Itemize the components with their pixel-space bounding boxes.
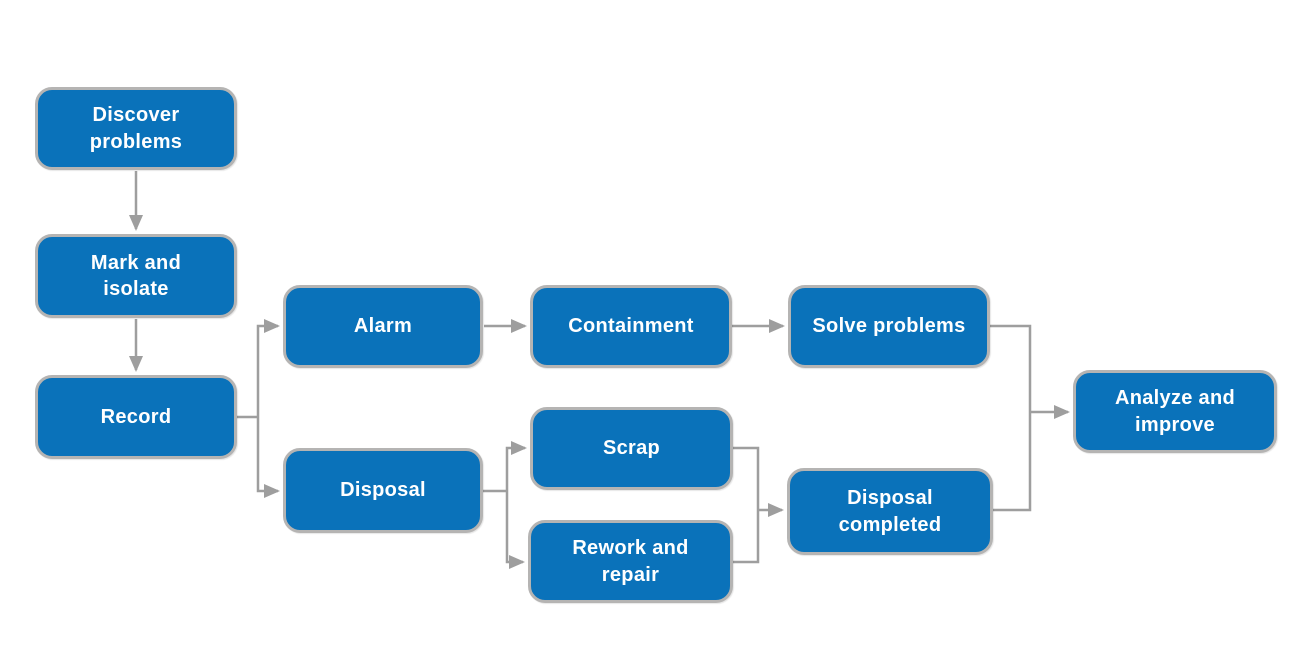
node-analyze-and-improve: Analyze and improve — [1073, 370, 1277, 453]
node-alarm: Alarm — [283, 285, 483, 368]
edge-record-to-disposal — [256, 417, 280, 498]
edge-disposal-to-scrap — [505, 441, 527, 491]
edge-solve-to-merge2 — [990, 324, 1032, 412]
node-discover-problems: Discover problems — [35, 87, 237, 170]
node-disposal: Disposal — [283, 448, 483, 533]
node-containment: Containment — [530, 285, 732, 368]
node-scrap: Scrap — [530, 407, 733, 490]
node-rework-and-repair: Rework and repair — [528, 520, 733, 603]
edge-scrap-to-merge — [733, 446, 760, 510]
node-mark-and-isolate: Mark and isolate — [35, 234, 237, 318]
edge-rework-to-merge — [733, 510, 760, 564]
node-disposal-completed: Disposal completed — [787, 468, 993, 555]
node-record: Record — [35, 375, 237, 459]
node-solve-problems: Solve problems — [788, 285, 990, 368]
edge-disposal-to-rework — [505, 491, 525, 569]
edge-record-to-alarm — [256, 319, 280, 417]
edge-disposal-completed-to-merge2 — [993, 412, 1032, 512]
